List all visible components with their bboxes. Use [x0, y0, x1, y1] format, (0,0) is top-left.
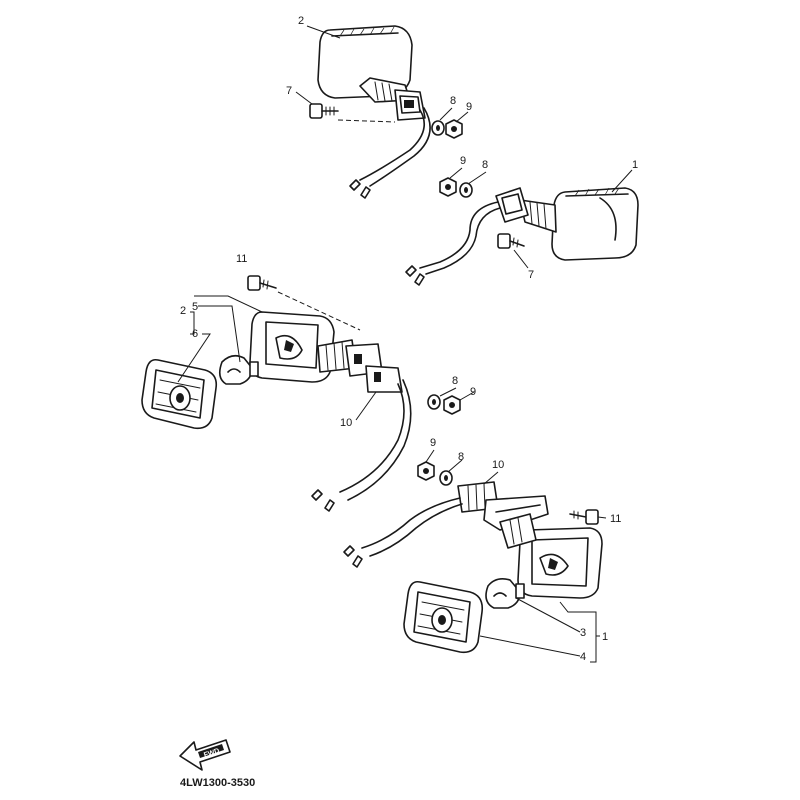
callout-8: 8 [450, 95, 456, 107]
flasher-assembly-mid-left [141, 275, 461, 512]
screw-icon [309, 103, 339, 119]
callout-4: 4 [580, 651, 586, 663]
callout-1: 1 [632, 159, 638, 171]
callout-3: 3 [580, 627, 586, 639]
washer-icon [439, 470, 453, 486]
fwd-label: FWD [203, 748, 220, 760]
callout-8: 8 [452, 375, 458, 387]
callout-9: 9 [466, 101, 472, 113]
callout-9: 9 [470, 386, 476, 398]
fwd-arrow-icon: FWD [179, 739, 231, 771]
callout-7: 7 [286, 85, 292, 97]
callout-11: 11 [236, 253, 247, 265]
callout-8: 8 [458, 451, 464, 463]
bulb-icon [485, 578, 525, 609]
callout-5: 5 [192, 301, 198, 313]
washer-icon [459, 182, 473, 198]
bulb-icon [218, 354, 259, 385]
nut-icon [439, 177, 457, 197]
callout-7: 7 [528, 269, 534, 281]
flasher-assembly-bottom-right [343, 461, 603, 654]
callout-2: 2 [298, 15, 304, 27]
washer-icon [431, 120, 445, 136]
callout-8: 8 [482, 159, 488, 171]
screw-icon [497, 233, 525, 249]
callout-labels: 2 7 8 9 9 8 1 7 11 2 5 6 10 8 9 9 8 10 1… [180, 15, 638, 663]
callout-6: 6 [192, 328, 198, 340]
nut-icon [443, 395, 461, 415]
callout-9: 9 [460, 155, 466, 167]
lens-icon [403, 580, 484, 654]
diagram-code: 4LW1300-3530 [180, 777, 255, 789]
nut-icon [445, 119, 463, 139]
nut-icon [417, 461, 435, 481]
washer-icon [427, 394, 441, 410]
screw-icon [569, 509, 599, 525]
callout-9: 9 [430, 437, 436, 449]
callout-10: 10 [340, 417, 352, 429]
lens-icon [141, 358, 218, 430]
flasher-assembly-top-right [405, 177, 639, 286]
screw-icon [247, 275, 277, 291]
callout-2: 2 [180, 305, 186, 317]
callout-11: 11 [610, 513, 621, 525]
leader-lines [177, 25, 633, 663]
callout-10: 10 [492, 459, 504, 471]
flasher-assembly-top-left [309, 25, 463, 199]
callout-1: 1 [602, 631, 608, 643]
